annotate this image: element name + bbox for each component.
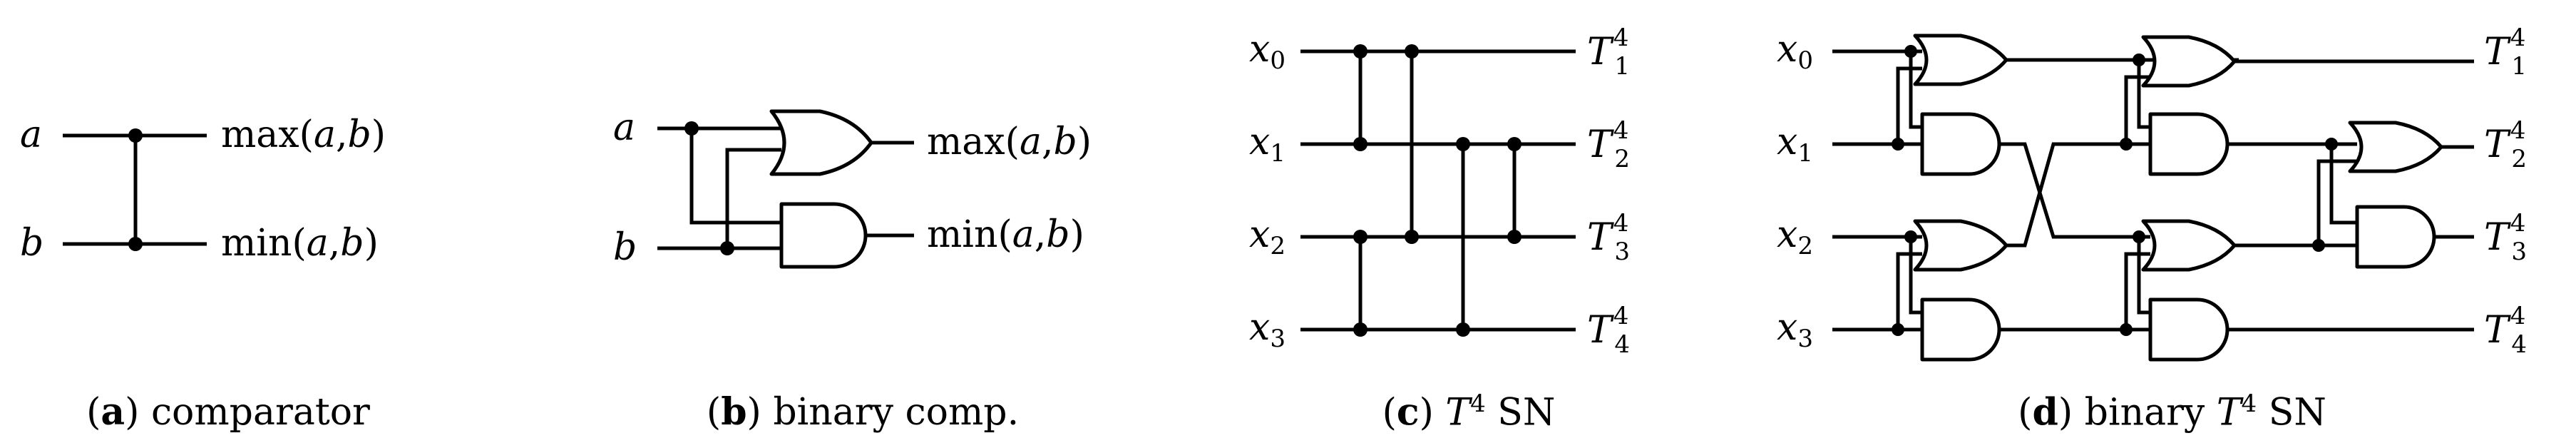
binary-comparator-diagram: a b max(a,b) min(a,b)	[613, 106, 1092, 269]
input-label-x0: x0	[1777, 28, 1813, 75]
input-label-x0: x0	[1249, 28, 1286, 75]
dot	[1507, 137, 1522, 151]
dot	[1353, 137, 1367, 151]
input-label-x1: x1	[1249, 121, 1286, 168]
dot	[1904, 230, 1917, 243]
and-gate-2a	[2148, 112, 2229, 176]
wire	[2137, 60, 2150, 129]
input-label-x3: x3	[1777, 306, 1813, 353]
input-label-x2: x2	[1249, 213, 1286, 260]
dot	[1507, 230, 1522, 244]
dot	[1405, 230, 1419, 244]
junction-a	[684, 121, 699, 136]
dot	[1353, 44, 1367, 58]
wire	[1896, 66, 1922, 144]
wire	[2137, 237, 2150, 315]
or-gate	[769, 109, 873, 176]
panel-b-binary-comparator: a b max(a,b) min(a,b) (b) binary comp.	[592, 0, 1134, 448]
wire-b-to-or	[725, 148, 781, 248]
input-label-x1: x1	[1777, 121, 1813, 168]
wire	[2124, 75, 2150, 144]
input-label-b: b	[20, 222, 43, 265]
dot	[1405, 44, 1419, 58]
or-gate-1a	[1913, 34, 2008, 86]
caption-b: (b) binary comp.	[706, 390, 1020, 434]
wire	[1999, 142, 2089, 239]
or-gate-2a	[2141, 35, 2237, 88]
output-label-min: min(a,b)	[221, 222, 379, 265]
dot	[1892, 138, 1904, 151]
wire-a-to-and	[689, 128, 781, 225]
dot	[1353, 322, 1367, 337]
comparator-diagram: a b max(a,b) min(a,b)	[20, 113, 386, 265]
or-gate-2b	[2141, 219, 2237, 272]
dot	[1456, 322, 1470, 337]
panel-a-comparator: a b max(a,b) min(a,b) (a) comparator	[0, 0, 456, 448]
wire	[2316, 159, 2357, 245]
input-label-x2: x2	[1777, 213, 1813, 260]
dot	[1904, 45, 1917, 58]
input-label-b: b	[613, 226, 637, 269]
input-label-a: a	[20, 113, 42, 156]
dot	[2120, 323, 2133, 336]
binary-sorting-network-diagram: x0 x1 x2 x3	[1777, 24, 2527, 362]
wire	[2329, 144, 2357, 225]
comparator-dot-bottom	[128, 237, 143, 251]
comparator-dot-top	[128, 128, 143, 143]
wire	[1896, 252, 1922, 330]
panel-d-binary-sorting-network: x0 x1 x2 x3	[1768, 0, 2576, 448]
dot	[1353, 230, 1367, 244]
dot	[2312, 239, 2325, 252]
wire	[2006, 142, 2089, 248]
caption-c: (c) T4 SN	[1382, 389, 1556, 434]
input-label-a: a	[613, 106, 635, 149]
and-gate-1a	[1920, 112, 2001, 176]
and-gate	[779, 202, 868, 269]
or-gate-1b	[1913, 219, 2008, 272]
dot	[2133, 230, 2145, 243]
dot	[2120, 138, 2133, 151]
and-gate-2b	[2148, 297, 2229, 362]
output-label-max: max(a,b)	[927, 121, 1092, 163]
caption-a: (a) comparator	[86, 390, 370, 434]
output-label-min: min(a,b)	[927, 213, 1084, 256]
dot	[1892, 323, 1904, 336]
caption-d: (d) binary T4 SN	[2018, 389, 2326, 434]
output-label-max: max(a,b)	[221, 113, 386, 156]
dot	[1456, 137, 1470, 151]
and-gate-3	[2355, 205, 2436, 269]
wire	[2124, 252, 2150, 330]
wire	[1909, 237, 1922, 315]
and-gate-1b	[1920, 297, 2001, 362]
dot	[2325, 138, 2338, 151]
junction-b	[720, 241, 734, 255]
dot	[2133, 54, 2145, 66]
wire	[1909, 51, 1922, 129]
or-gate-3	[2348, 121, 2443, 173]
input-label-x3: x3	[1249, 306, 1286, 353]
